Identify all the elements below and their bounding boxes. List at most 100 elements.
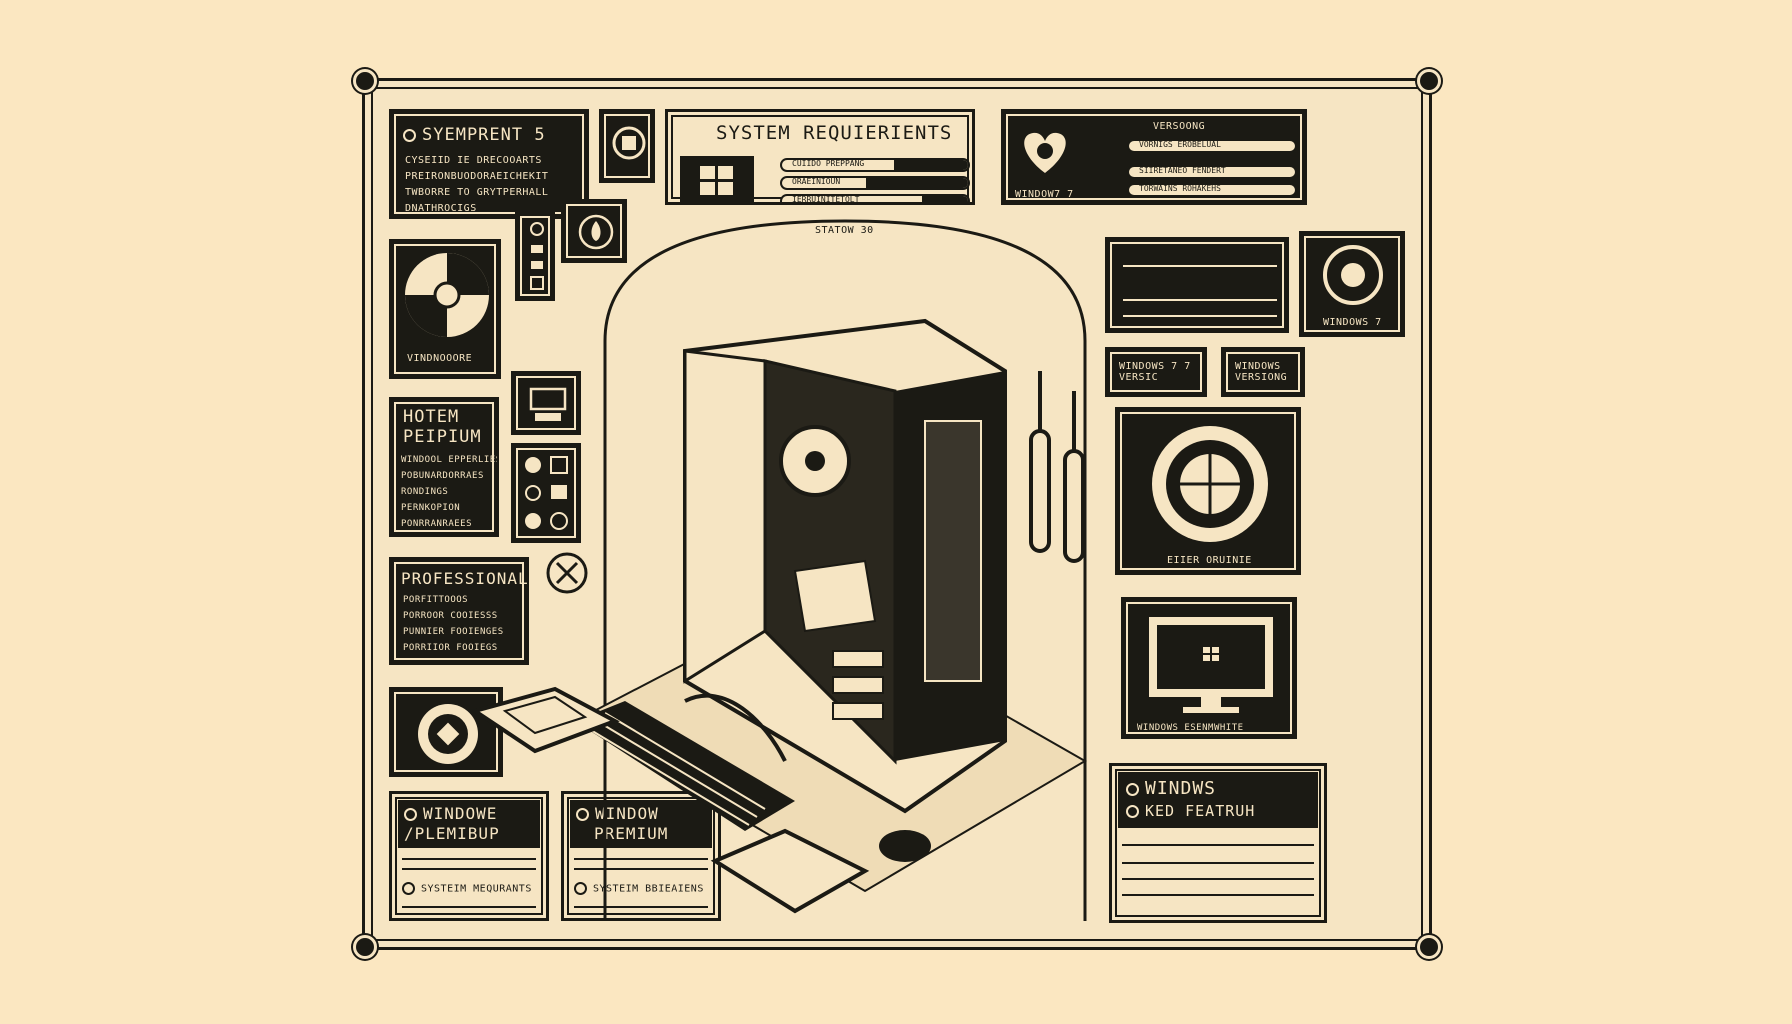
frame-corner-rivet — [353, 69, 377, 93]
disc-icon — [1323, 245, 1383, 305]
list-item: RONDINGS — [401, 487, 449, 497]
version-tag: WINDOWS 7 7 VERSIC — [1105, 347, 1207, 397]
toggle-switches-icon — [530, 222, 544, 290]
illustration-frame: SYEMPRENT 5 CYSEIID IE DRECOOARTS PREIRO… — [353, 69, 1441, 959]
gear-icon — [612, 126, 646, 160]
divider — [574, 858, 708, 860]
app-icons-grid — [511, 443, 581, 543]
divider — [1123, 315, 1277, 317]
panel-caption: EIIER ORUINIE — [1167, 555, 1252, 566]
divider — [1122, 862, 1314, 864]
panel-title: VERSOONG — [1153, 121, 1206, 132]
windows-versions-panel: VERSOONG VORNIGS EROBELUAL SIIRETANEO FE… — [1001, 109, 1307, 205]
app-icons-icon — [525, 456, 568, 530]
panel-title: PROFESSIONAL — [401, 569, 529, 588]
frame-corner-rivet — [1417, 69, 1441, 93]
list-item: PORFITTOOOS — [403, 595, 469, 605]
component-specs-panel — [1105, 237, 1289, 333]
card-title: WINDOW — [595, 804, 659, 823]
right-disc-panel: WINDOWS 7 — [1299, 231, 1405, 337]
frame-corner-rivet — [353, 935, 377, 959]
list-item: TWBORRE TO GRYTPERHALL — [405, 187, 549, 198]
divider — [1123, 265, 1277, 267]
list-item: PONRRANRAEES — [401, 519, 473, 529]
bullet-icon — [1126, 782, 1139, 796]
divider — [574, 906, 708, 908]
divider — [402, 868, 536, 870]
edition-info-panel: SYEMPRENT 5 CYSEIID IE DRECOOARTS PREIRO… — [389, 109, 589, 219]
bullet-icon — [404, 808, 417, 821]
panel-caption: WINDOW7 7 — [1015, 189, 1074, 200]
window-premium-card: WINDOW PREMIUM SYSTEIM BBIEAIENS — [561, 791, 721, 921]
power-icon — [418, 704, 478, 764]
version-bar: TORWAINS ROHAKEHS — [1127, 183, 1297, 197]
professional-panel: PROFESSIONAL PORFITTOOOS PORROOR COOIESS… — [389, 557, 529, 665]
requirement-bar: ORAEINIOUN — [780, 176, 970, 190]
list-item: PREIRONBUODORAEICHEKIT — [405, 171, 549, 182]
panel-caption: VINDNOOORE — [407, 353, 473, 364]
frame-corner-rivet — [1417, 935, 1441, 959]
ssd-card-icon — [470, 686, 620, 754]
divider — [1122, 894, 1314, 896]
card-title: PREMIUM — [594, 824, 669, 843]
home-premium-card: WINDOWE /PLEMIBUP SYSTEIM MEQURANTS — [389, 791, 549, 921]
version-bar: VORNIGS EROBELUAL — [1127, 139, 1297, 153]
list-item: POBUNARDORRAES — [401, 471, 484, 481]
card-footer: SYSTEIM MEQURANTS — [421, 883, 532, 895]
cpu-panel: EIIER ORUINIE — [1115, 407, 1301, 575]
card-title: /PLEMIBUP — [404, 824, 500, 843]
monitor-panel: WINDOWS ESENMWHITE — [1121, 597, 1297, 739]
bullet-icon — [1126, 805, 1139, 818]
bullet-icon — [576, 808, 589, 821]
list-item: DNATHROCIGS — [405, 203, 477, 214]
divider — [574, 868, 708, 870]
flame-icon — [578, 214, 614, 250]
disc-panel: VINDNOOORE — [389, 239, 501, 379]
divider — [1123, 299, 1277, 301]
requirement-bar: CUIIDO PREPPANG — [780, 158, 970, 172]
divider — [1122, 844, 1314, 846]
panel-title: PEIPIUM — [403, 427, 482, 447]
requirement-bar: IERRUINITETOLT — [780, 194, 970, 202]
divider — [402, 858, 536, 860]
panel-title: HOTEM — [403, 407, 460, 427]
monitor-icon — [1149, 617, 1273, 713]
card-title: KED FEATRUH — [1145, 802, 1256, 820]
bullet-icon — [402, 882, 415, 895]
disc-icon — [405, 253, 489, 337]
card-title: WINDOWE — [423, 804, 498, 823]
list-item: PORRIIOR FOOIEGS — [403, 643, 498, 653]
list-item: PUNNIER FOOIENGES — [403, 627, 504, 637]
tools-icon — [546, 552, 588, 594]
home-premium-panel: HOTEM PEIPIUM WINDOOL EPPERLIES POBUNARD… — [389, 397, 499, 537]
station-label: STATOW 30 — [815, 225, 874, 236]
settings-tile — [599, 109, 655, 183]
card-title: WINDWS — [1145, 778, 1217, 799]
power-tile — [389, 687, 503, 777]
panel-title: SYSTEM REQUIERIENTS — [716, 122, 953, 144]
panel-caption: WINDOWS 7 — [1323, 317, 1382, 328]
version-tag: WINDOWS VERSIONG — [1221, 347, 1305, 397]
divider — [1122, 878, 1314, 880]
bullet-icon — [574, 882, 587, 895]
screwdriver-icon — [1029, 371, 1085, 563]
panel-caption: WINDOWS ESENMWHITE — [1137, 723, 1244, 733]
badge-icon — [529, 387, 567, 421]
panel-title: SYEMPRENT 5 — [422, 125, 546, 145]
list-item: PERNKOPION — [401, 503, 461, 513]
computer-tower-scene — [572, 219, 1087, 921]
heart-icon — [1024, 132, 1066, 173]
bullet-icon — [403, 128, 416, 142]
list-item: WINDOOL EPPERLIES — [401, 455, 499, 465]
card-footer: SYSTEIM BBIEAIENS — [593, 883, 704, 895]
version-bar: SIIRETANEO FENDERT — [1127, 165, 1297, 179]
list-item: PORROOR COOIESSS — [403, 611, 498, 621]
shield-tile — [511, 371, 581, 435]
features-panel: WINDWS KED FEATRUH — [1109, 763, 1327, 923]
fire-tile — [561, 199, 627, 263]
divider — [402, 906, 536, 908]
windows-logo-icon — [700, 166, 733, 195]
system-requirements-panel: SYSTEM REQUIERIENTS CUIIDO PREPPANG ORAE… — [665, 109, 975, 205]
controls-column — [515, 211, 555, 301]
list-item: CYSEIID IE DRECOOARTS — [405, 155, 542, 166]
